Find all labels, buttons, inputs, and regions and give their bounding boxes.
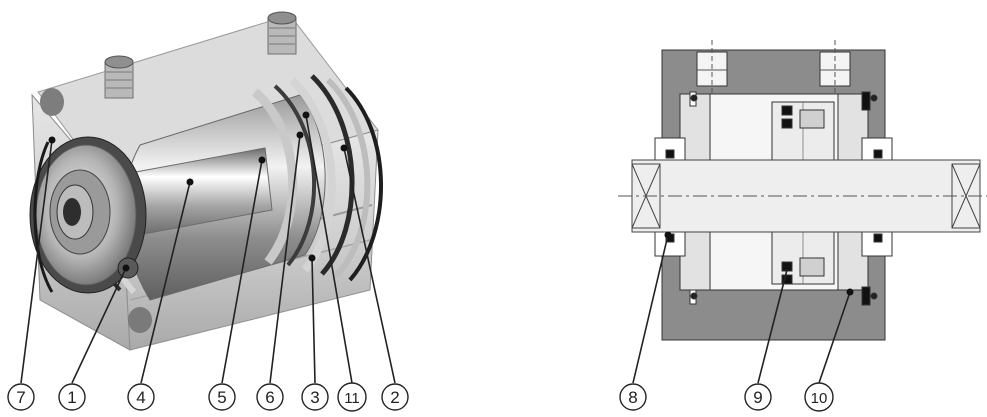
callout-3: 3 — [301, 383, 329, 411]
callout-5: 5 — [208, 383, 236, 411]
callout-label: 11 — [344, 390, 360, 407]
callout-label: 6 — [265, 388, 274, 407]
callout-1: 1 — [58, 383, 86, 411]
callout-10: 10 — [804, 382, 834, 412]
callout-2: 2 — [381, 383, 409, 411]
leader-lines — [20, 114, 851, 384]
callout-4: 4 — [127, 383, 155, 411]
air-port — [267, 11, 297, 55]
corner-hole — [40, 88, 64, 116]
callout-7: 7 — [7, 383, 35, 411]
wear-band — [799, 109, 825, 129]
callout-label: 10 — [811, 390, 828, 407]
air-port — [104, 55, 134, 99]
rod-thread-hole — [63, 198, 81, 226]
callout-6: 6 — [256, 383, 284, 411]
corner-hole — [128, 307, 152, 333]
end-seal — [861, 91, 871, 111]
piston-ring — [289, 77, 336, 273]
cutaway-cylinder — [29, 11, 383, 351]
callout-8: 8 — [619, 383, 647, 411]
piston-seal — [781, 274, 793, 285]
callout-label: 4 — [136, 388, 145, 407]
leader-anchors — [48, 111, 854, 296]
callout-label: 9 — [753, 388, 762, 407]
piston-ring — [325, 77, 371, 279]
callout-label: 8 — [628, 388, 637, 407]
callout-label: 5 — [217, 388, 226, 407]
callout-label: 3 — [310, 388, 319, 407]
piston-seal — [781, 105, 793, 116]
rod-seal — [665, 149, 675, 159]
piston-seal — [781, 118, 793, 129]
callout-11: 11 — [337, 382, 367, 412]
callout-9: 9 — [744, 383, 772, 411]
end-seal — [861, 286, 871, 306]
piston-ring — [252, 88, 298, 265]
rod-seal — [873, 149, 883, 159]
seal-ring — [310, 74, 355, 276]
callout-label: 2 — [390, 388, 399, 407]
rod-seal — [873, 233, 883, 243]
callout-label: 1 — [67, 388, 76, 407]
wear-band — [799, 257, 825, 277]
cylinder-cross-section — [618, 40, 987, 341]
retaining-ring — [33, 141, 54, 293]
callout-label: 7 — [16, 388, 25, 407]
piston-ring — [273, 84, 317, 267]
seal-ring — [344, 86, 383, 282]
